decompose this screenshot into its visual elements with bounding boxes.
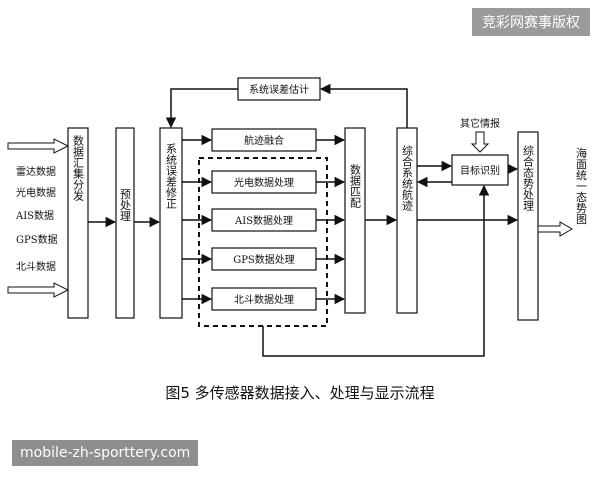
- input-arrow-top: [7, 138, 70, 154]
- input-labels: 雷达数据 光电数据 AIS数据 GPS数据 北斗数据: [15, 165, 58, 273]
- gps-process-label: GPS数据处理: [233, 253, 295, 266]
- input-radar: 雷达数据: [16, 165, 56, 178]
- match-label: 数据匹配: [349, 164, 362, 208]
- input-gps: GPS数据: [16, 233, 58, 246]
- other-info-arrow: [470, 131, 490, 153]
- situation-label: 综合态势处理: [522, 144, 535, 211]
- target-id-label: 目标识别: [460, 165, 500, 177]
- estimate-label: 系统误差估计: [249, 83, 309, 96]
- eo-process-label: 光电数据处理: [234, 176, 294, 189]
- match-box: [344, 127, 366, 314]
- watermark-bottom: mobile-zh-sporttery.com: [12, 440, 199, 466]
- other-info-label: 其它情报: [460, 117, 500, 130]
- gather-box: [67, 127, 89, 319]
- flow-arrows: [88, 83, 519, 357]
- figure-caption: 图5 多传感器数据接入、处理与显示流程: [165, 384, 434, 402]
- beidou-process-label: 北斗数据处理: [234, 293, 294, 306]
- output-arrow: [537, 221, 573, 237]
- input-beidou: 北斗数据: [16, 260, 56, 273]
- input-arrow-bottom: [7, 282, 70, 298]
- track-fusion-label: 航迹融合: [244, 134, 284, 147]
- target-id-box: [451, 154, 509, 186]
- input-eo: 光电数据: [16, 186, 56, 199]
- comp-track-label: 综合系统航迹: [401, 144, 414, 211]
- ais-process-label: AIS数据处理: [234, 214, 293, 227]
- watermark-top: 竞彩网赛事版权: [472, 8, 590, 36]
- correct-label: 系统误差修正: [165, 143, 178, 209]
- output-label: 海面统一态势图: [575, 146, 588, 225]
- gather-label: 数据汇集分发: [72, 135, 85, 202]
- input-ais: AIS数据: [15, 209, 54, 222]
- preprocess-box: [115, 127, 135, 319]
- preprocess-label: 预处理: [119, 188, 132, 221]
